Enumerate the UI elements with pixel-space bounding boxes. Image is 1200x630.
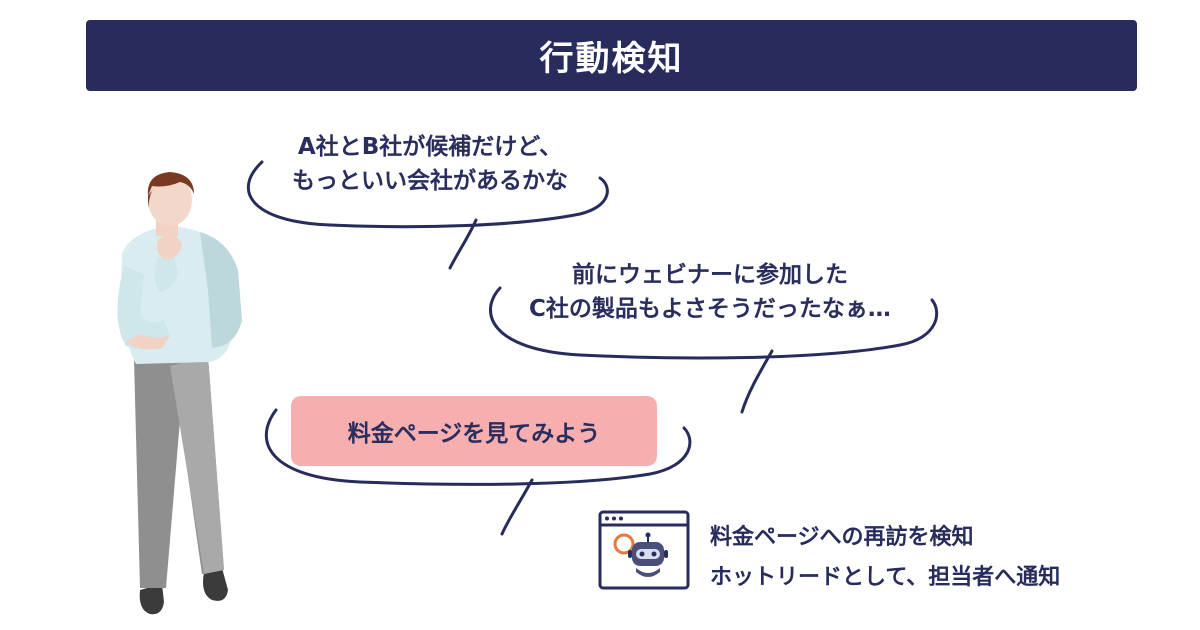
bubble-first-line2: もっといい会社があるかな	[292, 168, 568, 194]
notification-text: 料金ページへの再訪を検知 ホットリードとして、担当者へ通知	[710, 518, 1060, 598]
notification-line1: 料金ページへの再訪を検知	[710, 525, 974, 550]
bubble-third-highlight: 料金ページを見てみよう	[291, 396, 657, 466]
bubble-second-line2: C社の製品もよさそうだったなぁ…	[529, 296, 891, 322]
notification-line2: ホットリードとして、担当者へ通知	[710, 565, 1061, 590]
bubble-first-line1: A社とB社が候補だけど、	[297, 134, 563, 160]
bubble-first-text: A社とB社が候補だけど、 もっといい会社があるかな	[240, 130, 620, 198]
bubble-second-line1: 前にウェビナーに参加した	[572, 262, 848, 288]
thinking-man-illustration	[117, 172, 242, 615]
bubble-second-text: 前にウェビナーに参加した C社の製品もよさそうだったなぁ…	[480, 258, 940, 326]
header-banner: 行動検知	[86, 20, 1137, 91]
page-title: 行動検知	[539, 39, 684, 79]
bubble-third-text: 料金ページを見てみよう	[347, 421, 601, 447]
robot-magnifier-icon	[598, 510, 690, 590]
